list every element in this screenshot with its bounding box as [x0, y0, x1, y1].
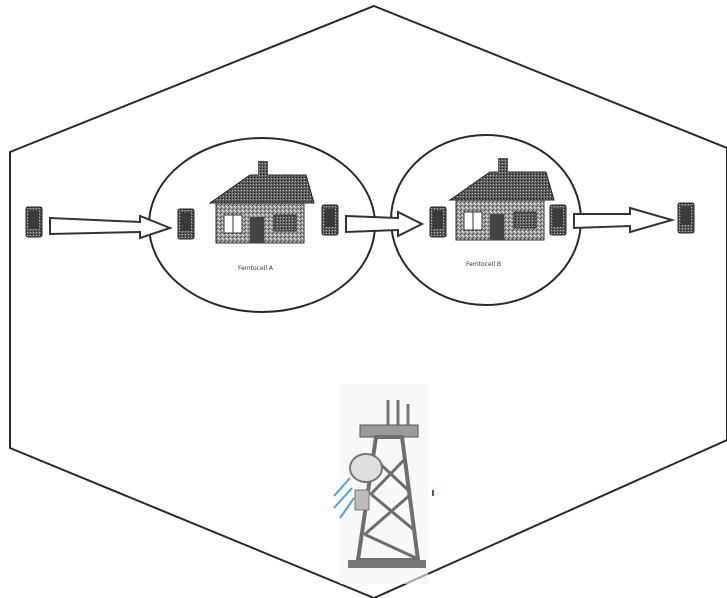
house-icon — [210, 161, 314, 243]
handover-arrow-icon — [574, 208, 672, 232]
mobile-device-icon — [550, 205, 566, 235]
femtocell-a-label: Femtocell A — [238, 265, 274, 272]
house-icon — [450, 158, 554, 240]
macrocell-tower-icon — [334, 384, 434, 584]
femtocell-b-label: Femtocell B — [466, 261, 501, 268]
handover-arrow-icon — [50, 216, 170, 238]
mobile-device-icon — [26, 207, 42, 237]
handover-arrow-icon — [346, 212, 422, 236]
mobile-device-icon — [430, 207, 446, 237]
mobile-device-icon — [178, 209, 194, 239]
mobile-device-icon — [678, 203, 694, 233]
mobile-device-icon — [322, 205, 338, 235]
